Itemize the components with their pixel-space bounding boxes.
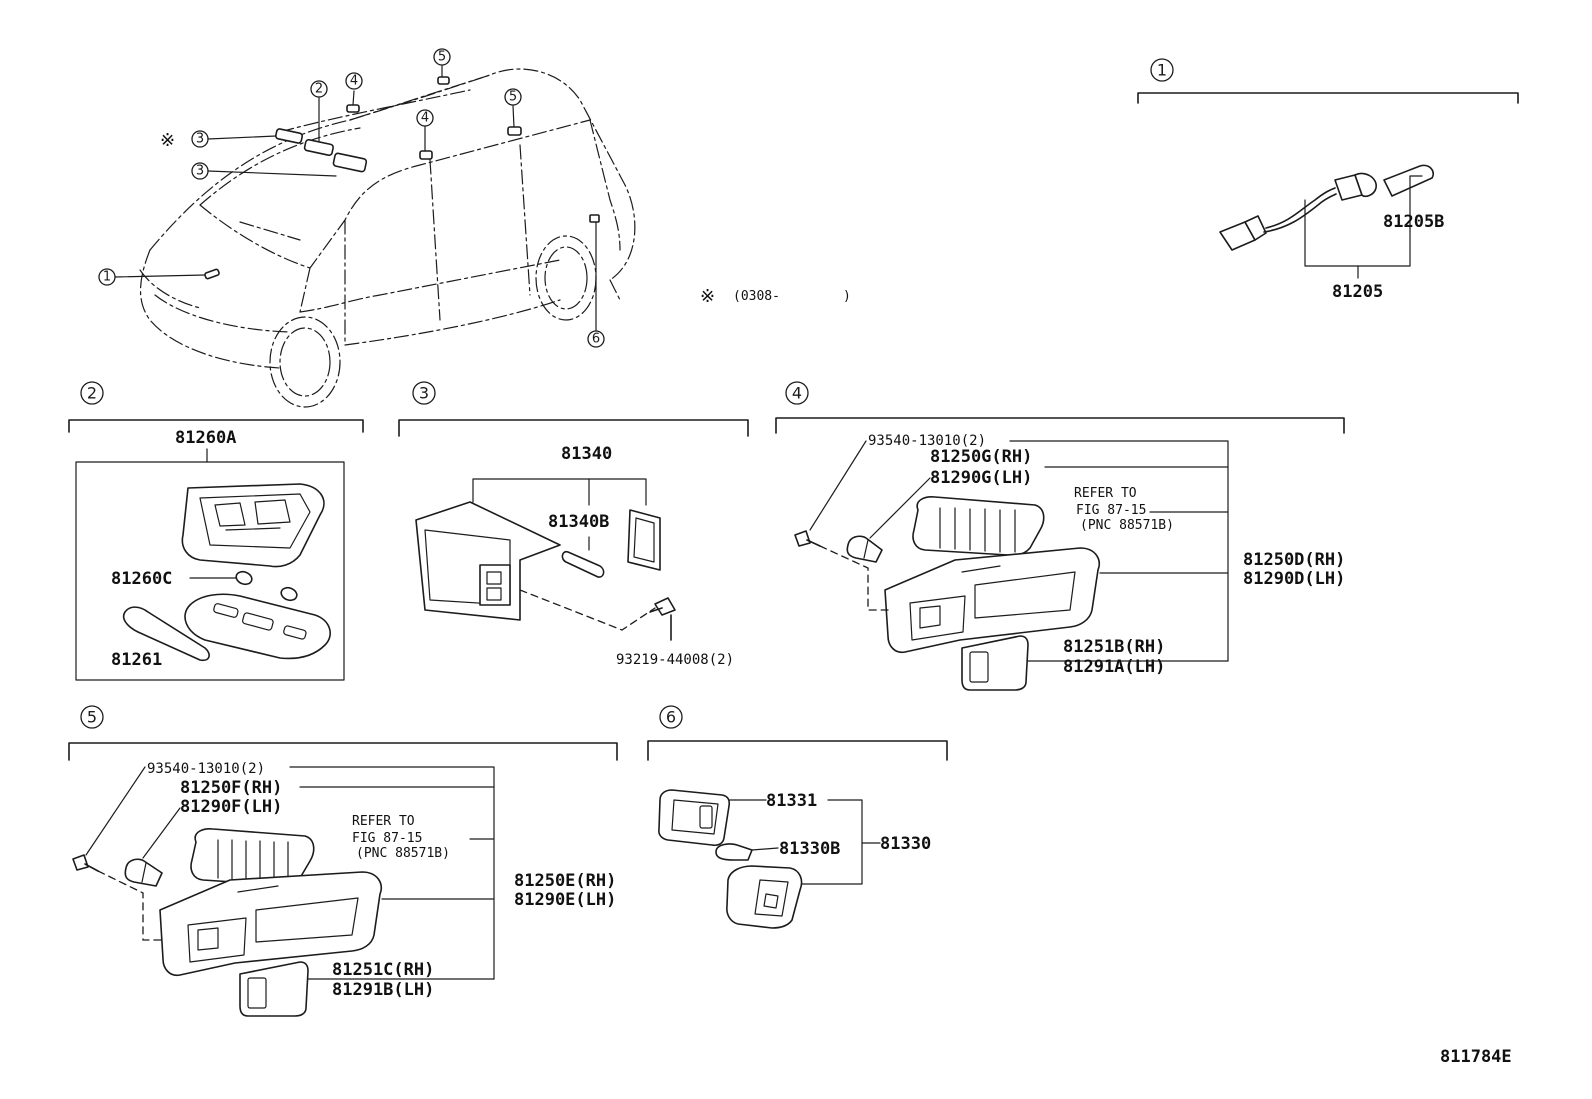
room-lamp-lens xyxy=(627,509,661,571)
refer-note-5: REFER TO FIG 87-15 (PNC 88571B) xyxy=(352,814,450,861)
svg-text:FIG 87-15: FIG 87-15 xyxy=(352,831,422,846)
lens-cover-a xyxy=(912,496,1045,557)
bulbs-81260c xyxy=(189,570,298,602)
vehicle-callout-2: 2 xyxy=(310,80,328,98)
svg-text:6: 6 xyxy=(592,332,600,347)
vehicle-note: ※ (0308- ) xyxy=(700,286,851,307)
lamp-lens-b xyxy=(239,961,309,1017)
section-2-label: 2 xyxy=(87,384,97,403)
section-5: 5 93540-13010(2) 81250F(RH) 81290F(LH) R… xyxy=(68,705,618,1017)
part-81205: 81205 xyxy=(1332,282,1383,302)
vehicle-note-text: (0308- xyxy=(733,289,780,304)
section-1: 1 81205B 81205 xyxy=(1137,58,1519,302)
section-4: 4 93540-13010(2) 81250G(RH) 81290G(LH) R… xyxy=(775,381,1345,691)
courtesy-lamp-lens xyxy=(658,789,731,847)
section-5-label: 5 xyxy=(87,708,97,727)
svg-text:(PNC 88571B): (PNC 88571B) xyxy=(1080,518,1174,533)
svg-text:4: 4 xyxy=(421,111,429,126)
map-lamp-lens xyxy=(184,593,331,660)
part-93540-13010-a: 93540-13010(2) xyxy=(868,433,986,449)
part-81330B: 81330B xyxy=(779,839,840,859)
festoon-bulb xyxy=(561,550,605,578)
part-81290D: 81290D(LH) xyxy=(1243,569,1345,589)
svg-text:2: 2 xyxy=(315,82,323,97)
part-81260A: 81260A xyxy=(175,428,236,448)
part-81331: 81331 xyxy=(766,791,817,811)
screw-93540-a xyxy=(794,530,821,547)
screw-93219 xyxy=(649,597,676,641)
section-4-label: 4 xyxy=(792,384,802,403)
part-81205B: 81205B xyxy=(1383,212,1444,232)
svg-text:4: 4 xyxy=(350,74,358,89)
diagram-code: 811784E xyxy=(1440,1047,1512,1067)
part-81250D: 81250D(RH) xyxy=(1243,550,1345,570)
part-81290G: 81290G(LH) xyxy=(930,468,1032,488)
svg-text:5: 5 xyxy=(509,90,517,105)
map-lamp-housing xyxy=(181,483,325,568)
section-6-label: 6 xyxy=(666,708,676,727)
room-lamp-housing xyxy=(415,501,561,621)
courtesy-lamp-housing xyxy=(726,865,803,929)
part-81290F: 81290F(LH) xyxy=(180,797,282,817)
svg-text:(PNC 88571B): (PNC 88571B) xyxy=(356,846,450,861)
refer-note-4: REFER TO FIG 87-15 (PNC 88571B) xyxy=(1074,486,1174,533)
vehicle-callout-6: 6 xyxy=(587,330,605,348)
lamp-housing-a xyxy=(884,547,1100,654)
vehicle-callout-3a: 3 xyxy=(191,130,209,148)
part-81250G: 81250G(RH) xyxy=(930,447,1032,467)
part-81251C: 81251C(RH) xyxy=(332,960,434,980)
section-3: 3 81340 81340B 93219-44008(2) xyxy=(398,381,749,668)
vehicle-note-close: ) xyxy=(843,289,851,304)
bulb-wedge-a xyxy=(846,535,883,563)
svg-text:FIG 87-15: FIG 87-15 xyxy=(1076,503,1146,518)
section-2: 2 81260A 81260C 81261 xyxy=(68,381,364,681)
svg-text:1: 1 xyxy=(103,270,111,285)
vehicle-note-mark: ※ xyxy=(700,286,715,307)
part-81291B: 81291B(LH) xyxy=(332,980,434,1000)
vehicle-callout-3b: 3 xyxy=(191,162,209,180)
svg-text:REFER TO: REFER TO xyxy=(352,814,415,829)
part-81290E: 81290E(LH) xyxy=(514,890,616,910)
section-3-label: 3 xyxy=(419,384,429,403)
vehicle-callout-4b: 4 xyxy=(416,109,434,127)
svg-text:5: 5 xyxy=(438,50,446,65)
part-93219-44008: 93219-44008(2) xyxy=(616,652,734,668)
svg-text:3: 3 xyxy=(196,132,204,147)
part-81340: 81340 xyxy=(561,444,612,464)
vehicle-callout-1: 1 xyxy=(98,268,116,286)
courtesy-bulb xyxy=(715,843,753,861)
part-81251B: 81251B(RH) xyxy=(1063,637,1165,657)
vehicle-note-mark-inline: ※ xyxy=(160,130,175,151)
section-1-label: 1 xyxy=(1157,61,1167,80)
part-81260C: 81260C xyxy=(111,569,172,589)
lamp-lens-a xyxy=(961,635,1029,691)
section-6: 6 81331 81330 81330B xyxy=(647,705,948,929)
part-81250F: 81250F(RH) xyxy=(180,778,282,798)
lamp-housing-b xyxy=(159,871,382,977)
vehicle-overview: 1 3 ※ 3 2 4 5 4 5 xyxy=(98,48,851,408)
svg-text:REFER TO: REFER TO xyxy=(1074,486,1137,501)
part-81291A: 81291A(LH) xyxy=(1063,657,1165,677)
bulb-wedge-b xyxy=(124,858,163,887)
part-81330: 81330 xyxy=(880,834,931,854)
screw-93540-b xyxy=(72,854,99,872)
part-93540-13010-b: 93540-13010(2) xyxy=(147,761,265,777)
part-81250E: 81250E(RH) xyxy=(514,871,616,891)
vehicle-callout-5a: 5 xyxy=(433,48,451,66)
lens-strip-81261 xyxy=(122,606,210,662)
svg-text:3: 3 xyxy=(196,164,204,179)
vehicle-callout-4a: 4 xyxy=(345,72,363,90)
bulb-81205b xyxy=(1383,164,1435,197)
vehicle-callout-5b: 5 xyxy=(504,88,522,106)
part-81261: 81261 xyxy=(111,650,162,670)
part-81340B: 81340B xyxy=(548,512,609,532)
socket-wire-assembly xyxy=(1219,172,1377,251)
